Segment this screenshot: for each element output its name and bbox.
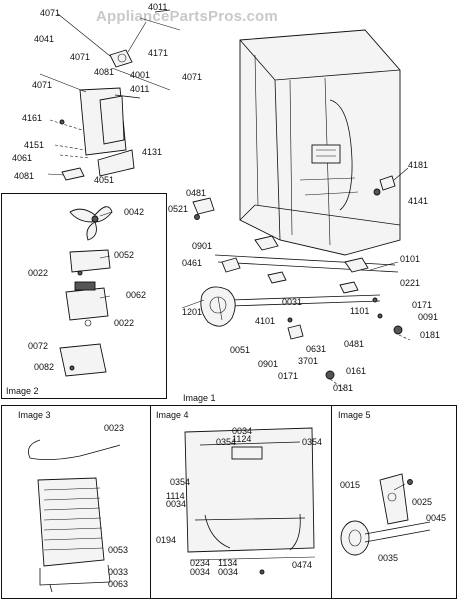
part-label: 4001 bbox=[130, 70, 151, 80]
part-label: 4071 bbox=[40, 8, 61, 18]
part-label: 0025 bbox=[412, 497, 433, 507]
part-label: 0034 bbox=[232, 426, 253, 436]
image2-caption: Image 2 bbox=[6, 386, 39, 396]
part-label: 0033 bbox=[108, 567, 129, 577]
part-label: 1101 bbox=[350, 306, 370, 316]
part-label: 0022 bbox=[114, 318, 135, 328]
part-label: 0354 bbox=[170, 477, 191, 487]
leader-lines bbox=[39, 13, 409, 491]
part-label: 0082 bbox=[34, 362, 55, 372]
part-label: 3701 bbox=[298, 356, 319, 366]
part-label: 0901 bbox=[258, 359, 279, 369]
part-label: 0354 bbox=[302, 437, 323, 447]
part-label: 0161 bbox=[346, 366, 367, 376]
image3-evaporator bbox=[27, 439, 121, 593]
part-label: 1201 bbox=[182, 307, 203, 317]
part-label: 4081 bbox=[94, 67, 115, 77]
part-label: 4181 bbox=[408, 160, 429, 170]
image4-caption: Image 4 bbox=[156, 410, 189, 420]
image2-parts bbox=[59, 206, 113, 377]
part-label: 1134 bbox=[218, 558, 238, 568]
part-label: 0031 bbox=[282, 297, 303, 307]
part-label: 0035 bbox=[378, 553, 399, 563]
cabinet-shell bbox=[239, 29, 401, 256]
part-label: 0051 bbox=[230, 345, 251, 355]
part-label: 0354 bbox=[216, 437, 237, 447]
part-label: 4051 bbox=[94, 175, 115, 185]
part-label: 0034 bbox=[218, 567, 239, 577]
part-label: 4141 bbox=[408, 196, 429, 206]
part-label: 4011 bbox=[130, 84, 150, 94]
part-label: 0171 bbox=[278, 371, 299, 381]
part-label: 0091 bbox=[418, 312, 439, 322]
part-label: 4011 bbox=[148, 2, 168, 12]
part-label: 0181 bbox=[333, 383, 354, 393]
image4-interior bbox=[184, 427, 316, 575]
part-label: 0481 bbox=[344, 339, 365, 349]
part-label: 0042 bbox=[124, 207, 145, 217]
cabinet-base-rails bbox=[214, 235, 399, 307]
part-label: 0521 bbox=[168, 204, 189, 214]
part-label: 0034 bbox=[166, 499, 187, 509]
part-label: 0023 bbox=[104, 423, 125, 433]
part-label: 4171 bbox=[148, 48, 169, 58]
part-label: 4041 bbox=[34, 34, 55, 44]
part-label: 4131 bbox=[142, 147, 163, 157]
image5-caption: Image 5 bbox=[338, 410, 371, 420]
part-label: 4061 bbox=[12, 153, 33, 163]
part-label: 4101 bbox=[255, 316, 276, 326]
part-label: 0474 bbox=[292, 560, 313, 570]
part-label: 0194 bbox=[156, 535, 177, 545]
part-label: 0072 bbox=[28, 341, 49, 351]
part-label: 0181 bbox=[420, 330, 441, 340]
fan-bracket-1201 bbox=[200, 286, 236, 327]
part-label: 4081 bbox=[14, 171, 35, 181]
part-label: 4071 bbox=[182, 72, 203, 82]
image1-caption: Image 1 bbox=[183, 393, 216, 403]
part-label: 0015 bbox=[340, 480, 361, 490]
image2-frame bbox=[1, 193, 167, 399]
part-label: 0053 bbox=[108, 545, 129, 555]
part-label: 0062 bbox=[126, 290, 147, 300]
part-label: 0481 bbox=[186, 188, 207, 198]
part-label: 4071 bbox=[70, 52, 91, 62]
small-parts-image1 bbox=[192, 175, 411, 391]
part-label: 0234 bbox=[190, 558, 211, 568]
part-label: 0063 bbox=[108, 579, 129, 589]
watermark: AppliancePartsPros.com bbox=[96, 8, 278, 25]
image3-caption: Image 3 bbox=[18, 410, 51, 420]
part-label: 0461 bbox=[182, 258, 203, 268]
part-label: 0052 bbox=[114, 250, 135, 260]
part-label: 0101 bbox=[400, 254, 421, 264]
part-label: 0631 bbox=[306, 344, 327, 354]
image4-divider bbox=[150, 405, 332, 599]
part-label: 4071 bbox=[32, 80, 53, 90]
part-label: 0034 bbox=[190, 567, 211, 577]
part-label: 4161 bbox=[22, 113, 43, 123]
part-label: 0221 bbox=[400, 278, 421, 288]
part-label: 0901 bbox=[192, 241, 213, 251]
part-label: 1114 bbox=[166, 491, 185, 501]
evap-fan-assembly-4xxx bbox=[49, 9, 181, 181]
part-label: 0171 bbox=[412, 300, 433, 310]
part-label: 0022 bbox=[28, 268, 49, 278]
part-label: 4151 bbox=[24, 140, 45, 150]
part-label: 1124 bbox=[232, 434, 252, 444]
part-label: 0045 bbox=[426, 513, 447, 523]
